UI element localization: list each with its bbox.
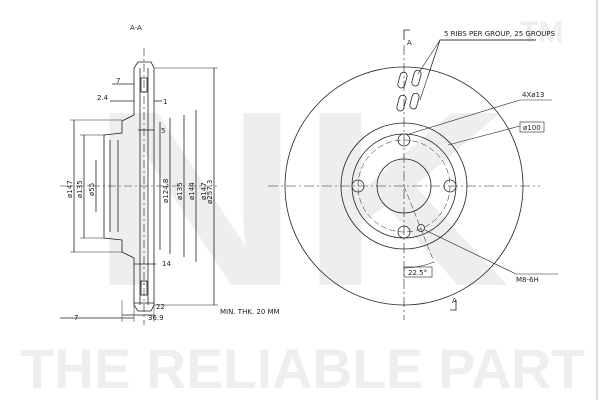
dim-7-bottom: 7 — [74, 314, 78, 322]
brand-logo: NK — [90, 59, 510, 338]
ribs-note: 5 RIBS PER GROUP, 25 GROUPS — [444, 30, 556, 38]
angle-box — [403, 266, 433, 278]
section-marker-top: A — [407, 39, 412, 47]
dim-22: 22 — [156, 303, 165, 311]
threaded-hole — [417, 224, 425, 232]
dim-dia-135-mid: ø135 — [176, 182, 184, 200]
vent-ribs — [396, 69, 422, 112]
front-view — [268, 29, 558, 320]
thread-label: M8-6H — [516, 276, 539, 284]
dim-14: 14 — [162, 260, 171, 268]
disc-profile — [103, 61, 155, 312]
min-thickness-note: MIN. THK. 20 MM — [220, 308, 280, 316]
dim-dia-147-left: ø147 — [66, 180, 74, 198]
dim-dia-55: ø55 — [88, 183, 96, 196]
center-bore — [376, 158, 432, 214]
dim-2-4: 2.4 — [97, 94, 109, 102]
dim-36-9: 36.9 — [148, 314, 164, 322]
section-marker-bottom: A — [452, 297, 457, 305]
angle-label: 22.5° — [408, 269, 427, 277]
pcd-circle — [357, 139, 451, 233]
brand-watermark: NK TM THE RELIABLE PART — [20, 16, 585, 400]
dim-1: 1 — [163, 98, 167, 106]
dim-5: 5 — [161, 127, 165, 135]
disc-outer-edge — [284, 66, 524, 306]
dim-7-top: 7 — [116, 77, 120, 85]
dim-dia-135-left: ø135 — [76, 180, 84, 198]
pcd-box — [519, 121, 545, 133]
pcd-label: ø100 — [523, 124, 541, 132]
bolt-hole-top — [397, 133, 411, 147]
dim-dia-147-right: ø147 — [200, 182, 208, 200]
dim-dia-144: ø144 — [188, 182, 196, 200]
dim-dia-257-3: ø257.3 — [206, 180, 214, 204]
bolt-hole-right — [443, 179, 457, 193]
dim-dia-124-8: ø124.8 — [162, 179, 170, 203]
section-label: A-A — [130, 24, 142, 32]
bolt-holes-label: 4Xø13 — [522, 91, 544, 99]
bolt-hole-left — [351, 179, 365, 193]
section-view: A-A — [60, 24, 220, 325]
slogan-watermark: THE RELIABLE PART — [20, 337, 585, 400]
trademark-mark: TM — [520, 16, 563, 49]
bolt-hole-bottom — [397, 225, 411, 239]
section-dimensions: 7 2.4 1 5 14 22 36.9 7 ø147 ø135 ø55 ø12… — [66, 77, 280, 322]
front-annotations: A A 5 RIBS PER GROUP, 25 GROUPS 4Xø13 ø1… — [403, 30, 556, 305]
hub-outer — [340, 122, 468, 250]
